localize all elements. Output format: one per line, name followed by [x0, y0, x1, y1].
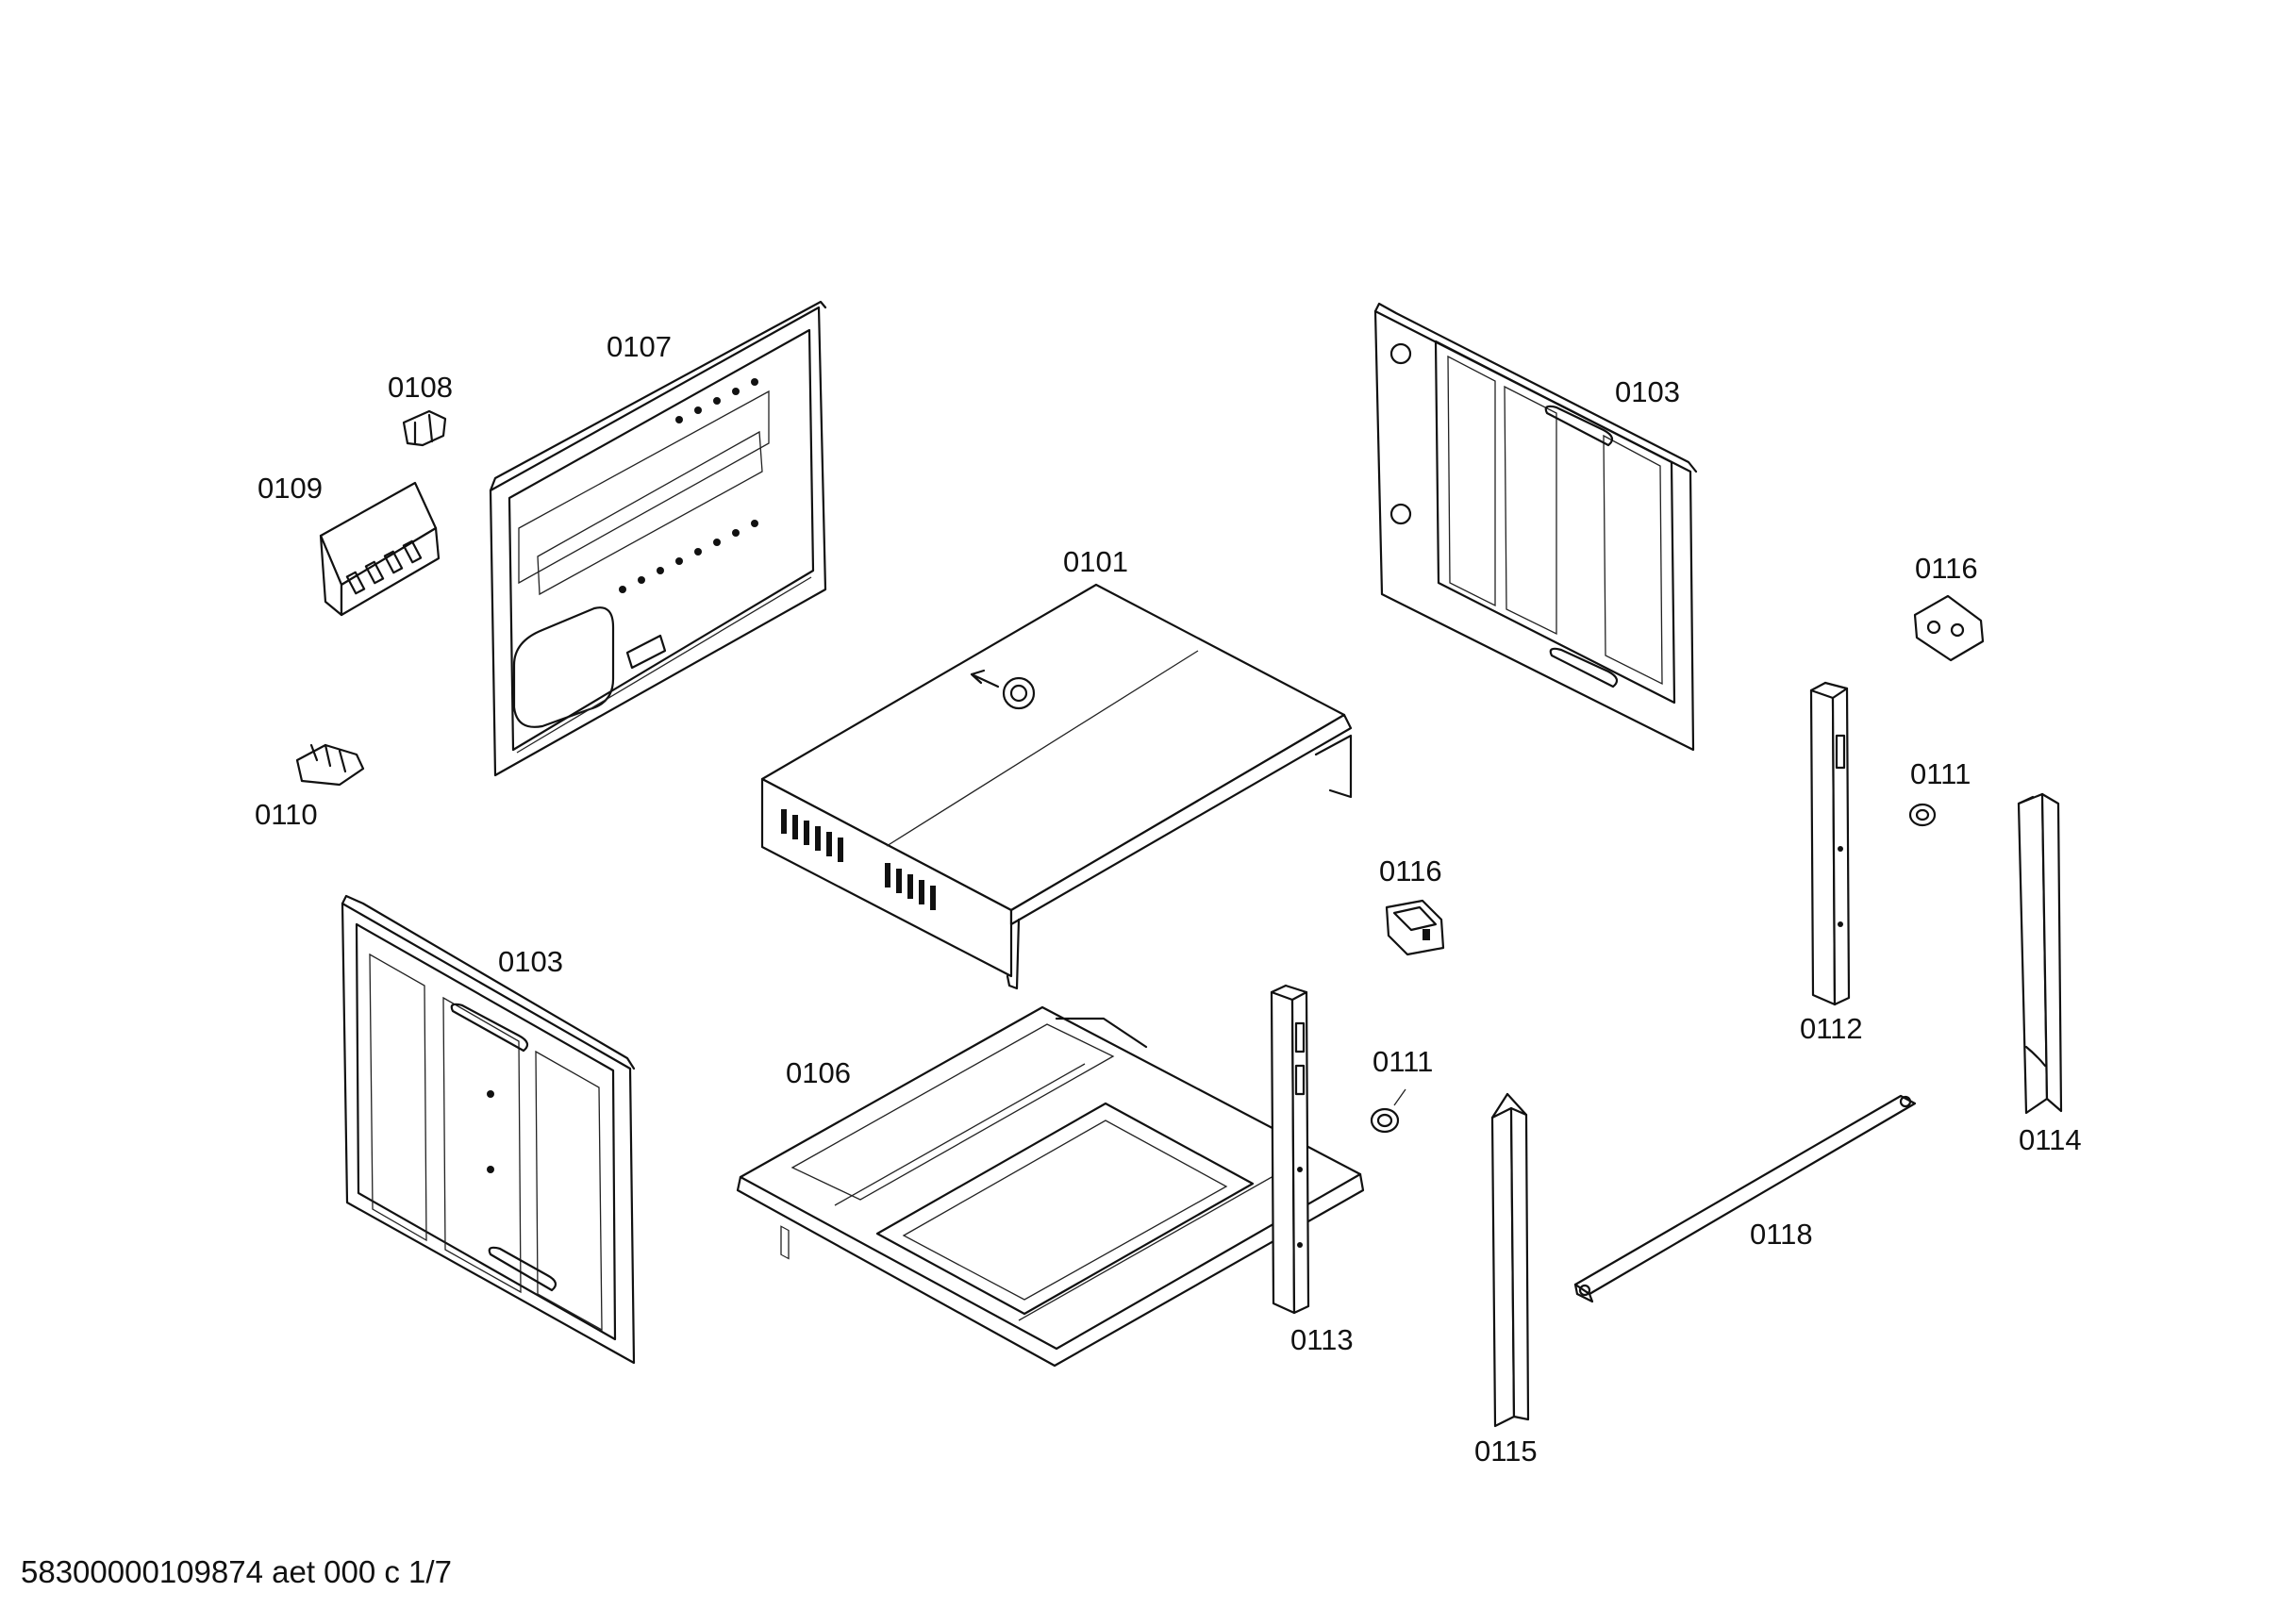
callout-0115[interactable]: 0115: [1474, 1435, 1538, 1468]
callout-0116-right[interactable]: 0116: [1915, 552, 1978, 585]
callout-0103-lower[interactable]: 0103: [498, 945, 563, 978]
callout-0118[interactable]: 0118: [1750, 1218, 1813, 1251]
callout-0106[interactable]: 0106: [786, 1056, 851, 1089]
callout-0112[interactable]: 0112: [1800, 1012, 1863, 1045]
part-0116-latch-middle[interactable]: [1385, 899, 1445, 956]
part-0110-clip[interactable]: [295, 743, 365, 787]
part-0103-side-panel-lower[interactable]: [341, 894, 636, 1365]
part-0116-latch-right[interactable]: [1913, 594, 1985, 662]
callout-0111-middle[interactable]: 0111: [1373, 1045, 1434, 1078]
document-code: 58300000109874 aet 000 c 1/7: [21, 1554, 452, 1589]
part-0109-connector-block[interactable]: [319, 481, 441, 617]
part-0111-knob-middle[interactable]: [1370, 1088, 1406, 1134]
callout-0101[interactable]: 0101: [1063, 545, 1128, 578]
callout-0111-right[interactable]: 0111: [1910, 757, 1972, 790]
callout-0116-middle[interactable]: 0116: [1379, 854, 1442, 887]
part-0112-vertical-rail[interactable]: [1809, 681, 1851, 1006]
part-0107-rear-panel[interactable]: [489, 300, 827, 777]
callout-0114[interactable]: 0114: [2019, 1123, 2082, 1156]
part-0108-clip[interactable]: [402, 409, 447, 447]
callout-0108[interactable]: 0108: [388, 371, 453, 404]
part-0114-angle-strip[interactable]: [2017, 792, 2063, 1115]
callout-0103-upper[interactable]: 0103: [1615, 375, 1680, 408]
part-0113-vertical-rail[interactable]: [1270, 984, 1310, 1315]
part-0101-top-cover[interactable]: [760, 583, 1353, 1260]
part-0115-vertical-profile[interactable]: [1490, 1092, 1530, 1428]
part-0103-side-panel-upper[interactable]: [1373, 302, 1698, 752]
part-0106-base-plate[interactable]: [736, 1005, 1365, 1368]
part-0111-knob-right[interactable]: [1908, 803, 1937, 827]
callout-0109[interactable]: 0109: [258, 472, 323, 505]
callout-0113[interactable]: 0113: [1290, 1323, 1354, 1356]
callout-0107[interactable]: 0107: [607, 330, 672, 363]
callout-0110[interactable]: 0110: [255, 798, 318, 831]
part-0118-diagonal-bar[interactable]: [1573, 1094, 1917, 1303]
